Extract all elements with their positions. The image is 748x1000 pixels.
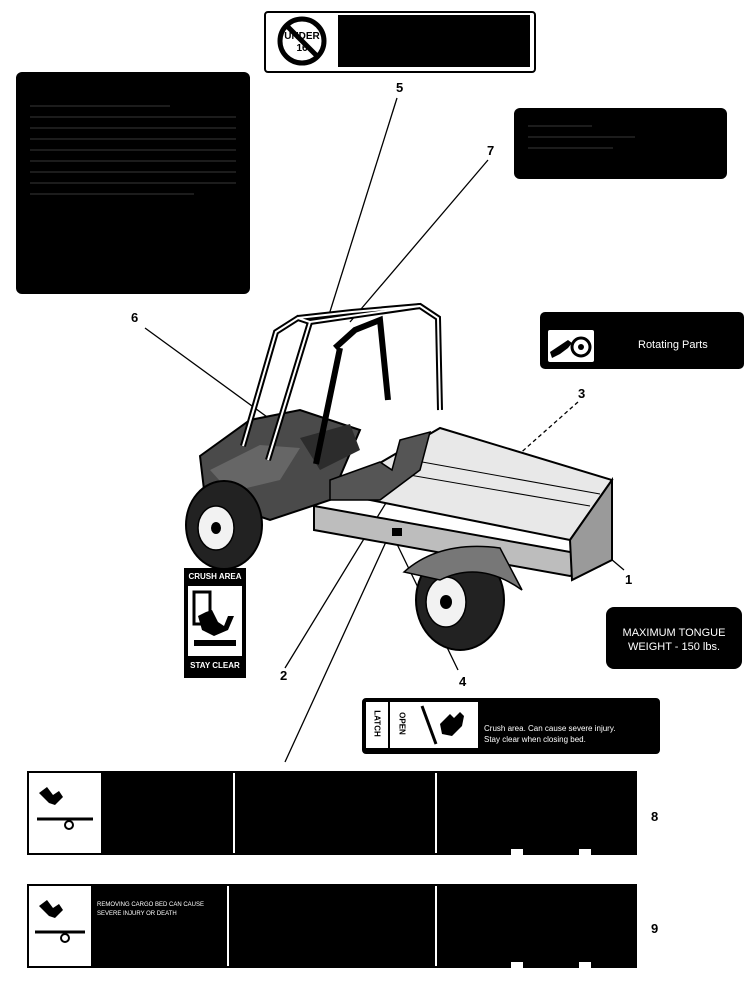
divider (227, 886, 229, 966)
callout-8: 8 (651, 809, 659, 824)
rotating-parts-label: Rotating Parts (638, 339, 708, 351)
under-16-badge-text: UNDER (284, 31, 320, 42)
latch-label: LATCH (372, 710, 382, 737)
latch-hand-icon (420, 705, 464, 745)
callout-5: 5 (396, 80, 404, 95)
checkbox-square (511, 962, 523, 968)
rotating-parts-icon (550, 336, 592, 358)
under-16-badge-number: 16 (296, 43, 308, 54)
warning-decal-small (514, 108, 727, 179)
checkbox-square (579, 849, 591, 855)
open-label: OPEN (397, 712, 407, 735)
decal-9-line2: SEVERE INJURY OR DEATH (97, 911, 177, 917)
decal-9-line1: REMOVING CARGO BED CAN CAUSE (97, 902, 205, 908)
open-label-box: OPEN (390, 702, 478, 748)
crush-area-top-text: CRUSH AREA (188, 572, 242, 581)
callout-9: 9 (651, 921, 659, 936)
under-16-text-panel (338, 15, 530, 67)
callout-6: 6 (131, 310, 139, 325)
callout-1: 1 (625, 572, 633, 587)
under-16-decal: UNDER 16 (264, 11, 536, 73)
rotating-parts-icon-box (548, 330, 594, 362)
crush-area-decal: CRUSH AREA STAY CLEAR (184, 568, 246, 678)
latch-open-decal: LATCH OPEN Crush area. Can cause severe … (362, 698, 660, 754)
no-under-16-icon: UNDER 16 (277, 16, 327, 66)
tongue-weight-decal: MAXIMUM TONGUE WEIGHT - 150 lbs. (606, 607, 742, 669)
warning-decal-large (16, 72, 250, 294)
warning-strip-decal-8 (27, 771, 637, 855)
callout-4: 4 (459, 674, 467, 689)
tongue-weight-line1: MAXIMUM TONGUE (622, 627, 726, 639)
bed-tipping-icon (37, 787, 93, 830)
callout-3: 3 (578, 386, 586, 401)
tongue-weight-line2: WEIGHT - 150 lbs. (627, 641, 721, 653)
latch-warning-line2: Stay clear when closing bed. (484, 735, 586, 744)
bed-tipping-icon (35, 900, 85, 943)
callout-7: 7 (487, 143, 495, 158)
rotating-parts-decal: Rotating Parts (540, 312, 744, 369)
under-16-icon-area: UNDER 16 (268, 15, 336, 66)
crush-hand-icon (192, 590, 236, 646)
checkbox-square (511, 849, 523, 855)
bed-tipping-icon-box-8 (29, 773, 101, 853)
latch-label-box: LATCH (366, 702, 388, 748)
divider (435, 886, 437, 966)
callout-2: 2 (280, 668, 288, 683)
divider (233, 773, 235, 853)
checkbox-square (579, 962, 591, 968)
crush-area-bottom-text: STAY CLEAR (190, 661, 240, 670)
crush-hand-icon-box (188, 586, 242, 656)
warning-strip-decal-9: REMOVING CARGO BED CAN CAUSE SEVERE INJU… (27, 884, 637, 968)
divider (435, 773, 437, 853)
bed-tipping-icon-box-9 (29, 886, 91, 966)
latch-warning-line1: Crush area. Can cause severe injury. (484, 724, 616, 733)
